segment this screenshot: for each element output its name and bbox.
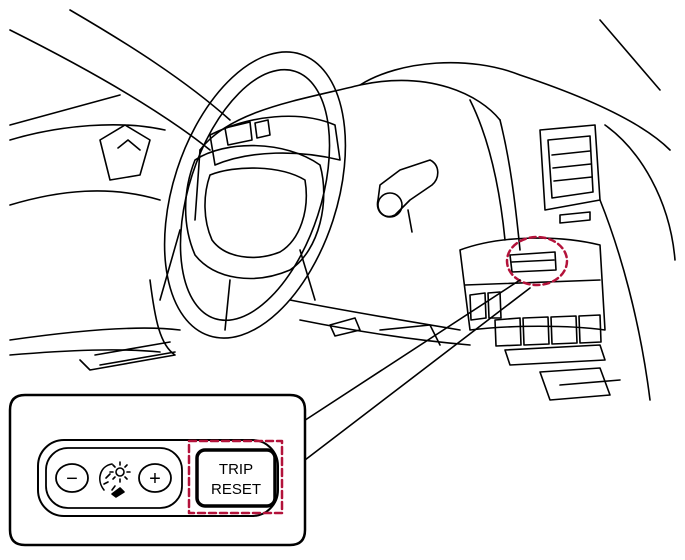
- callout-leader-lines: [289, 279, 531, 461]
- trip-reset-highlight-circle: [505, 235, 569, 287]
- steering-wheel: [159, 51, 347, 339]
- trip-reset-button[interactable]: TRIP RESET: [187, 439, 284, 515]
- dimmer-illumination-icon: [99, 461, 131, 498]
- trip-reset-highlight-box: [187, 439, 284, 515]
- steering-column: [376, 159, 439, 233]
- lower-dash-floor: [9, 299, 471, 356]
- trip-reset-line2: RESET: [211, 481, 261, 498]
- plus-icon: +: [149, 468, 161, 490]
- center-air-vent: [539, 124, 601, 224]
- trip-reset-button-face: [195, 448, 277, 508]
- minus-button[interactable]: −: [55, 463, 89, 493]
- left-door-panel: [9, 124, 166, 206]
- plus-button[interactable]: +: [138, 463, 172, 493]
- right-dash-edge: [599, 124, 676, 401]
- dashboard-contour: [194, 61, 671, 251]
- instrument-cluster: [209, 115, 341, 166]
- plus-button-outline: [138, 463, 172, 493]
- lower-switch-panel: [459, 237, 621, 401]
- minus-icon: −: [66, 468, 78, 490]
- trip-reset-line1: TRIP: [219, 461, 253, 478]
- center-console-left: [79, 279, 176, 371]
- minus-button-outline: [55, 463, 89, 493]
